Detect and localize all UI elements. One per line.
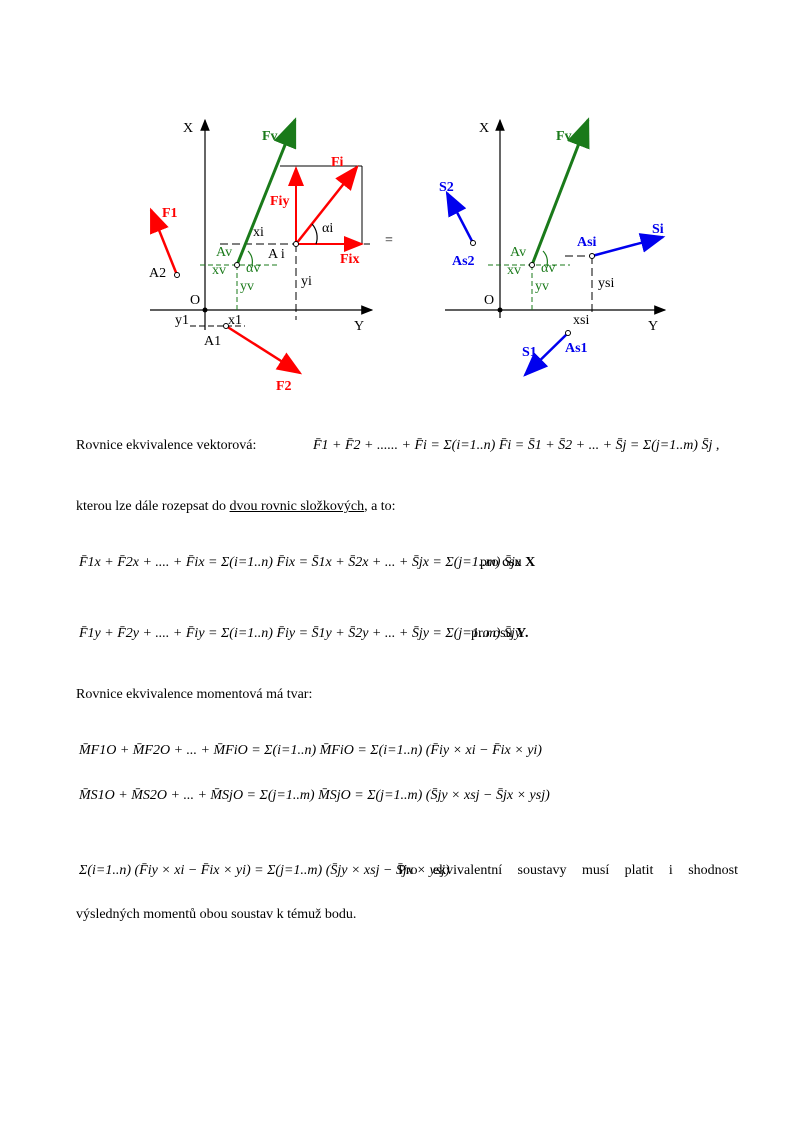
component-intro-link: dvou rovnic složkových bbox=[229, 499, 365, 514]
left-y1-label: y1 bbox=[175, 313, 189, 328]
x-component-equation: F̄1x + F̄2x + .... + F̄ix = Σ(i=1..n) F̄… bbox=[79, 555, 522, 570]
right-axis-y-label: Y bbox=[648, 319, 658, 334]
left-diagram: X Y O Fv Fi Fiy Fix α bbox=[149, 117, 374, 394]
right-origin-label: O bbox=[484, 293, 494, 308]
equals-sign: = bbox=[385, 233, 393, 248]
left-xv-label: xv bbox=[212, 263, 226, 278]
component-intro-before: kterou lze dále rozepsat do bbox=[76, 499, 230, 514]
moment-equality-text: Pro ekvivalentní soustavy musí platit i … bbox=[398, 863, 738, 878]
x-axis-note-axis: X bbox=[525, 555, 536, 570]
left-x1-label: x1 bbox=[228, 313, 242, 328]
left-fiy-label: Fiy bbox=[270, 194, 289, 209]
left-xi-label: xi bbox=[253, 225, 264, 240]
left-fix-label: Fix bbox=[340, 252, 359, 267]
left-a1-label: A1 bbox=[204, 334, 221, 349]
moment-equality-text-cont: výsledných momentů obou soustav k témuž … bbox=[76, 907, 357, 922]
y-axis-note-prefix: pro osu bbox=[471, 626, 517, 641]
right-as2-label: As2 bbox=[452, 254, 475, 269]
left-origin-label: O bbox=[190, 293, 200, 308]
x-axis-note: pro osu X bbox=[480, 554, 535, 572]
right-yv-label: yv bbox=[535, 279, 549, 294]
moment-equation-forces: M̄F1O + M̄F2O + ... + M̄FiO = Σ(i=1..n) … bbox=[79, 743, 542, 758]
right-s2-label: S2 bbox=[439, 180, 454, 195]
left-f1-label: F1 bbox=[162, 206, 178, 221]
left-ai-label: A i bbox=[268, 247, 285, 262]
left-a2-label: A2 bbox=[149, 266, 166, 281]
moment-intro: Rovnice ekvivalence momentová má tvar: bbox=[76, 687, 313, 702]
moment-equation-system: M̄S1O + M̄S2O + ... + M̄SjO = Σ(j=1..m) … bbox=[79, 788, 550, 803]
left-f2-label: F2 bbox=[276, 379, 292, 394]
left-fv-label: Fv bbox=[262, 129, 278, 144]
y-component-equation: F̄1y + F̄2y + .... + F̄iy = Σ(i=1..n) F̄… bbox=[79, 626, 522, 641]
left-axis-x-label: X bbox=[183, 121, 193, 136]
force-systems-figure: X Y O Fv Fi Fiy Fix α bbox=[149, 117, 667, 394]
right-axis-x-label: X bbox=[479, 121, 489, 136]
right-asi-label: Asi bbox=[577, 235, 597, 250]
left-alpha-v-label: αv bbox=[246, 261, 260, 276]
right-si-label: Si bbox=[652, 222, 664, 237]
y-axis-note-axis: Y. bbox=[516, 626, 529, 641]
left-yi-label: yi bbox=[301, 274, 312, 289]
left-alpha-i-label: αi bbox=[322, 221, 333, 236]
y-axis-note: pro osu Y. bbox=[471, 625, 528, 643]
left-axis-y-label: Y bbox=[354, 319, 364, 334]
right-as1-label: As1 bbox=[565, 341, 588, 356]
left-yv-label: yv bbox=[240, 279, 254, 294]
right-av-label: Av bbox=[510, 245, 526, 260]
right-ysi-label: ysi bbox=[598, 276, 614, 291]
component-intro: kterou lze dále rozepsat do dvou rovnic … bbox=[76, 498, 396, 516]
right-diagram: X Y O Fv S2 As2 Av αv xv yv Asi Si ysi x… bbox=[439, 117, 667, 377]
vector-equation: F̄1 + F̄2 + ...... + F̄i = Σ(i=1..n) F̄i… bbox=[313, 438, 720, 453]
component-intro-after: , a to: bbox=[364, 499, 396, 514]
right-s1-label: S1 bbox=[522, 345, 537, 360]
moment-equality-equation: Σ(i=1..n) (F̄iy × xi − F̄ix × yi) = Σ(j=… bbox=[79, 863, 450, 878]
x-axis-note-prefix: pro osu bbox=[480, 555, 526, 570]
left-fi-label: Fi bbox=[331, 155, 344, 170]
left-av-label: Av bbox=[216, 245, 232, 260]
right-alpha-v-label: αv bbox=[541, 261, 555, 276]
right-fv-label: Fv bbox=[556, 129, 572, 144]
right-xsi-label: xsi bbox=[573, 313, 589, 328]
right-xv-label: xv bbox=[507, 263, 521, 278]
vector-equation-label: Rovnice ekvivalence vektorová: bbox=[76, 438, 257, 453]
